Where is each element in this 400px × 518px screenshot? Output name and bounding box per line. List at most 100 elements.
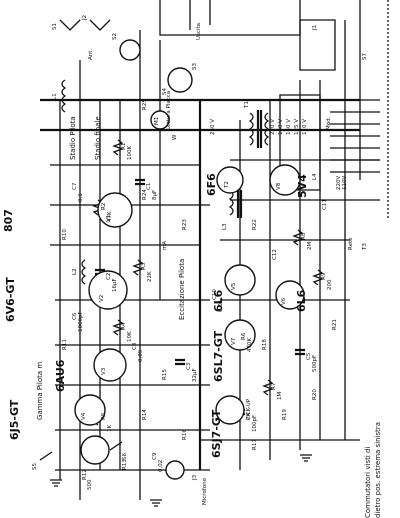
ref-r23: R23 bbox=[182, 219, 188, 230]
ref-r20: R20 bbox=[312, 389, 318, 400]
ref-l3: L3 bbox=[222, 223, 228, 230]
val-47k: 47K bbox=[107, 211, 113, 222]
ref-t3: T3 bbox=[362, 243, 368, 251]
ref-r12: R12 bbox=[82, 469, 88, 480]
tube-6v6 bbox=[88, 270, 128, 310]
label-6sl7: 6SL7-GT bbox=[212, 330, 225, 382]
ref-c5: C5 bbox=[306, 352, 312, 360]
ref-r14: R14 bbox=[142, 409, 148, 420]
label-6l6-a: 6L6 bbox=[212, 289, 225, 312]
label-6au6: 6AU6 bbox=[54, 359, 67, 392]
ref-v8: V8 bbox=[276, 182, 282, 190]
caption-gamma-pilota: Gamma Pilota m bbox=[36, 362, 44, 420]
ref-v7: V7 bbox=[231, 337, 237, 345]
caption-260v: 260 V bbox=[210, 119, 216, 135]
caption-stadio-finale: Stadio finale bbox=[94, 116, 102, 160]
tubes bbox=[74, 39, 305, 480]
val-0-1: 0,1 bbox=[78, 193, 84, 202]
label-5v4: 5V4 bbox=[296, 174, 309, 198]
ref-r15: R15 bbox=[162, 369, 168, 380]
ref-r16: R16 bbox=[182, 429, 188, 440]
ref-v2: V2 bbox=[99, 295, 105, 302]
val-1k: 1K bbox=[107, 425, 113, 432]
ref-r2: R2 bbox=[101, 203, 107, 210]
val-200: 200 bbox=[327, 279, 333, 290]
ref-m1: M1 bbox=[154, 117, 160, 125]
caption-lettura: Lettura Placca bbox=[166, 91, 172, 130]
val-1000pf: 1000pF bbox=[78, 311, 84, 332]
val-0-02: 0,02 bbox=[158, 460, 164, 472]
ref-r22: R22 bbox=[252, 219, 258, 230]
caption-pick-up: PICK-UP bbox=[246, 398, 252, 420]
ref-r18: R18 bbox=[262, 339, 268, 350]
ref-s3: S3 bbox=[192, 63, 198, 70]
component-refs: R1 R2 R3 R4 R5 R6 R7 R8 R9 R10 R11 R12 R… bbox=[32, 15, 368, 481]
label-6l6-b: 6L6 bbox=[295, 289, 308, 312]
ref-c9: C9 bbox=[152, 452, 158, 460]
tube-6j5 bbox=[74, 394, 106, 426]
tube-6f6 bbox=[216, 166, 244, 194]
tube-6l6-b bbox=[275, 280, 305, 310]
ref-t1: T1 bbox=[244, 101, 250, 109]
caption-stadio-pilota: Stadio Pilota bbox=[69, 116, 77, 160]
caption-commutatori-2: dietro pos. estrema sinistra bbox=[374, 422, 382, 518]
ref-r6: R6 bbox=[241, 332, 247, 340]
ref-c8: C8 bbox=[132, 342, 138, 350]
ref-r1: R1 bbox=[121, 143, 127, 150]
tube-top bbox=[119, 39, 141, 61]
val-22k: 22K bbox=[147, 271, 153, 282]
ref-r9: R9 bbox=[321, 272, 327, 280]
ref-c4: C4 bbox=[246, 412, 252, 420]
caption-220v-mains: 220V bbox=[336, 176, 342, 190]
ref-v4: V4 bbox=[81, 412, 87, 420]
caption-rete: Rete bbox=[348, 237, 354, 250]
ref-r5: R5 bbox=[101, 412, 107, 420]
val-16uf: 16μF bbox=[112, 278, 118, 292]
ref-v6: V6 bbox=[281, 297, 287, 305]
meter-icon bbox=[150, 110, 170, 130]
ref-r13: R13 bbox=[122, 459, 128, 470]
tube-6l6-a bbox=[224, 264, 256, 296]
val-10k: 10K bbox=[127, 331, 133, 342]
ref-s1: S1 bbox=[52, 23, 58, 30]
ref-c7: C7 bbox=[72, 182, 78, 190]
tube-labels: 807 6V6-GT 6AU6 6J5-GT 6L6 6L6 6SL7-GT 6… bbox=[2, 173, 309, 458]
val-500: 500 bbox=[87, 479, 93, 490]
caption-140v: 140 V bbox=[286, 119, 292, 135]
caption-mod: Mod. bbox=[326, 116, 332, 130]
caption-110v: 110 V bbox=[302, 119, 308, 135]
caption-125v: 125 V bbox=[294, 119, 300, 135]
captions: Gamma Pilota m Eccitazione Pilota Stadio… bbox=[36, 23, 382, 518]
label-6v6: 6V6-GT bbox=[4, 277, 17, 322]
component-values: 100K 47K 22K 10K 1K 470K 1M 2M 200 500 8… bbox=[78, 146, 333, 490]
ref-s2: S2 bbox=[112, 33, 118, 40]
ref-c3: C3 bbox=[186, 362, 192, 370]
ref-c6: C6 bbox=[72, 312, 78, 320]
ref-c11: C11 bbox=[322, 199, 328, 210]
tube-6sl7 bbox=[224, 319, 256, 351]
ref-r19: R19 bbox=[282, 409, 288, 420]
caption-microfono: Microfono bbox=[202, 477, 208, 505]
val-0-05: 0,05 bbox=[138, 349, 144, 362]
tube-6sj7 bbox=[215, 395, 245, 425]
ref-l2: L2 bbox=[72, 268, 78, 275]
val-100k: 100K bbox=[127, 146, 133, 160]
ref-r3: R3 bbox=[141, 262, 147, 270]
ref-r25: R25 bbox=[142, 99, 148, 110]
ref-r21: R21 bbox=[332, 319, 338, 330]
caption-ant: Ant. bbox=[88, 49, 94, 60]
ref-r24: R24 bbox=[142, 189, 148, 200]
ref-c2: C2 bbox=[106, 273, 112, 280]
ref-r7: R7 bbox=[271, 382, 277, 390]
ref-v3: V3 bbox=[101, 367, 107, 375]
ref-c1: C1 bbox=[146, 183, 152, 190]
label-6f6: 6F6 bbox=[205, 173, 218, 196]
ref-l4: L4 bbox=[312, 173, 318, 180]
ref-l1: L1 bbox=[52, 93, 58, 100]
label-807: 807 bbox=[2, 209, 15, 232]
ref-t2: T2 bbox=[224, 181, 230, 189]
ref-r4: R4 bbox=[121, 322, 127, 330]
ref-c10: C10 bbox=[212, 289, 218, 300]
tube-rectifier-small bbox=[167, 67, 193, 93]
